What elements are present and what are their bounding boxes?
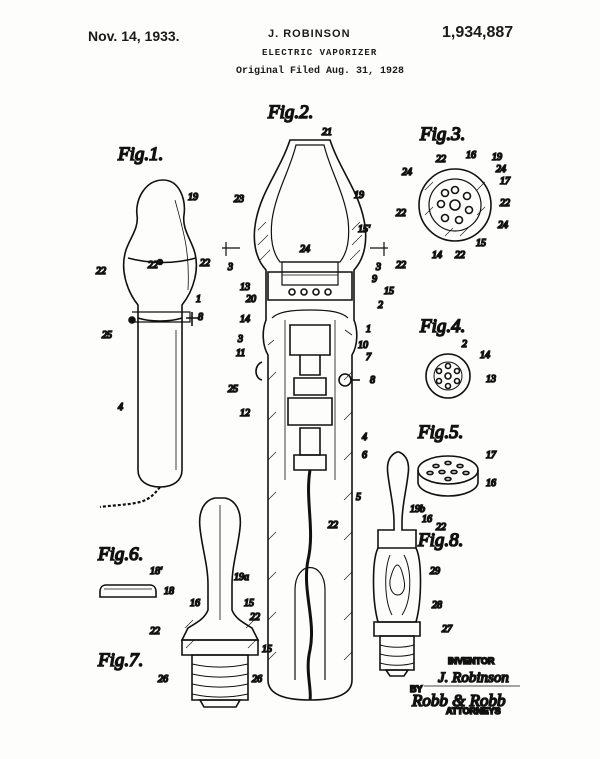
fig3-num-22d: 22: [455, 250, 465, 261]
fig4-num-2: 2: [462, 339, 467, 350]
fig7-num-26b: 26: [252, 674, 262, 685]
fig2-num-22: 22: [396, 260, 406, 271]
attorneys-label: ATTORNEYS: [446, 706, 501, 716]
fig2-num-10: 10: [358, 340, 368, 351]
fig1-vaporizer-exterior: [99, 179, 198, 509]
fig3-num-22b: 22: [396, 208, 406, 219]
fig4-num-14: 14: [480, 350, 490, 361]
fig2-num-15: 15: [384, 286, 394, 297]
fig5-num-16: 16: [486, 478, 496, 489]
fig1-num-1: 1: [196, 294, 201, 305]
fig7-num-22b: 22: [150, 626, 160, 637]
fig3-num-19: 19: [492, 152, 502, 163]
fig3-num-22c: 22: [500, 198, 510, 209]
fig2-num-12: 12: [240, 408, 250, 419]
fig2-num-14: 14: [240, 314, 250, 325]
fig3-num-24b: 24: [496, 164, 506, 175]
fig2-num-24: 24: [300, 244, 310, 255]
fig6-label: Fig.6.: [97, 544, 143, 565]
fig8-num-27: 27: [442, 624, 453, 635]
fig7-label: Fig.7.: [97, 650, 143, 671]
fig2-num-19: 19: [354, 190, 364, 201]
attorney-signature: Robb & Robb: [411, 691, 506, 710]
fig4-num-13: 13: [486, 374, 496, 385]
fig7-num-15b: 15: [262, 644, 272, 655]
fig8-label: Fig.8.: [417, 530, 463, 551]
inventor-label: INVENTOR: [448, 656, 495, 666]
fig8-num-19b: 19b: [410, 504, 425, 515]
inventor-signature: J. Robinson: [438, 670, 509, 686]
fig3-num-14: 14: [432, 250, 442, 261]
fig1-num-8: 8: [198, 312, 203, 323]
fig2-num-6: 6: [362, 450, 367, 461]
fig2-num-21: 21: [322, 127, 332, 138]
fig4-disc: [425, 353, 471, 399]
fig1-num-25: 25: [102, 330, 112, 341]
fig7-num-19a: 19a: [234, 572, 249, 583]
fig3-label: Fig.3.: [419, 124, 465, 145]
fig2-num-2: 2: [378, 300, 383, 311]
patent-number: 1,934,887: [442, 24, 514, 41]
fig6-num-18: 18: [164, 586, 174, 597]
fig6-num-18p: 18': [150, 566, 163, 577]
fig7-num-15a: 15: [244, 598, 254, 609]
patent-title: ELECTRIC VAPORIZER: [262, 48, 378, 58]
fig2-num-23: 23: [234, 194, 244, 205]
fig1-num-22c: 22: [148, 260, 158, 271]
fig2-num-3b: 3: [375, 262, 381, 273]
fig3-num-24a: 24: [402, 167, 412, 178]
fig1-num-22b: 22: [200, 258, 210, 269]
fig2-num-13: 13: [240, 282, 250, 293]
fig2-num-11: 11: [236, 348, 245, 359]
fig2-num-5: 5: [356, 492, 361, 503]
fig2-num-9: 9: [372, 274, 377, 285]
patent-date: Nov. 14, 1933.: [88, 28, 180, 44]
fig7-num-16: 16: [190, 598, 200, 609]
fig8-num-22: 22: [436, 522, 446, 533]
fig2-label: Fig.2.: [267, 102, 313, 123]
fig8-bulb-assembly: [372, 451, 422, 677]
fig2-num-3c: 3: [237, 334, 243, 345]
fig7-base-with-nozzle: [180, 497, 260, 708]
fig8-num-28: 28: [432, 600, 442, 611]
fig7-num-26a: 26: [158, 674, 168, 685]
fig3-num-24c: 24: [498, 220, 508, 231]
fig3-num-15: 15: [476, 238, 486, 249]
fig5-num-17: 17: [486, 450, 497, 461]
fig2-num-15p: 15': [358, 224, 371, 235]
fig3-cross-section: [418, 168, 492, 242]
fig2-num-1: 1: [366, 324, 371, 335]
fig8-num-16: 16: [422, 514, 432, 525]
fig6-cap: [99, 584, 157, 598]
fig7-num-22a: 22: [250, 612, 260, 623]
fig1-num-4: 4: [118, 402, 123, 413]
fig2-vaporizer-section: [222, 139, 388, 701]
fig5-label: Fig.5.: [417, 422, 463, 443]
fig1-num-19: 19: [188, 192, 198, 203]
fig2-num-7: 7: [366, 352, 372, 363]
fig2-num-20: 20: [246, 294, 256, 305]
fig3-num-22a: 22: [436, 154, 446, 165]
fig3-num-16: 16: [466, 150, 476, 161]
fig2-num-25: 25: [228, 384, 238, 395]
fig1-num-22a: 22: [96, 266, 106, 277]
filing-date: Original Filed Aug. 31, 1928: [236, 66, 405, 77]
fig3-num-17: 17: [500, 176, 511, 187]
by-label: BY: [410, 684, 423, 694]
inventor-name-header: J. ROBINSON: [268, 28, 351, 40]
fig5-perforated-disc: [417, 455, 479, 497]
fig2-num-8: 8: [370, 375, 375, 386]
fig2-num-4: 4: [362, 432, 367, 443]
fig1-label: Fig.1.: [117, 144, 163, 165]
fig2-num-22b: 22: [328, 520, 338, 531]
fig2-num-3a: 3: [227, 262, 233, 273]
fig8-num-29: 29: [430, 566, 440, 577]
fig4-label: Fig.4.: [419, 316, 465, 337]
